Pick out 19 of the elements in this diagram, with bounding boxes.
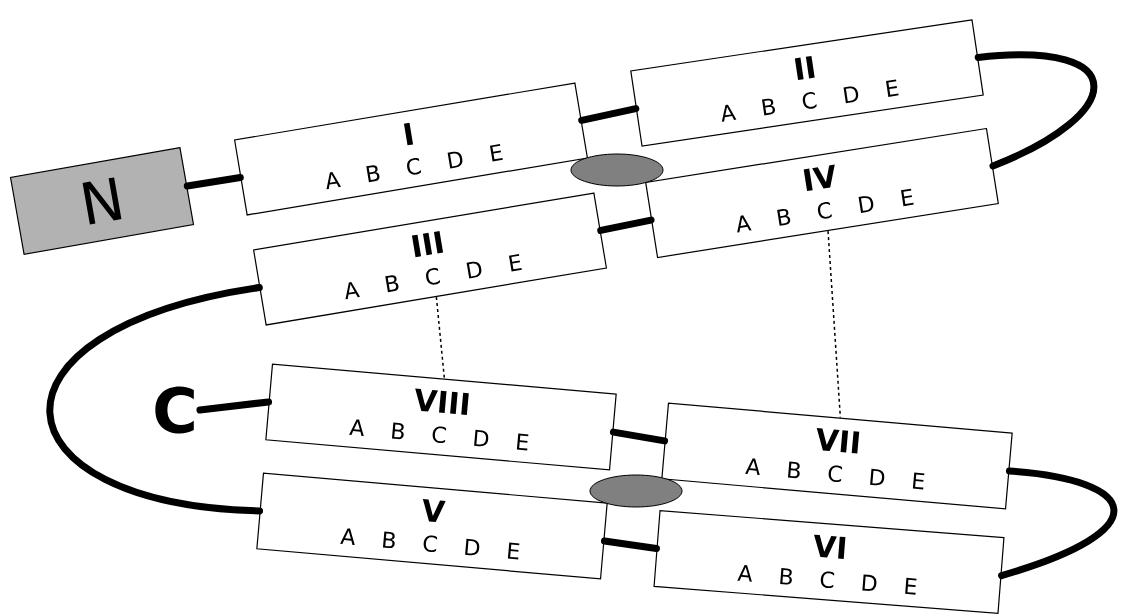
domain-box: II A B C D E: [630, 19, 984, 147]
linker-line: [998, 467, 1118, 580]
linker-line: [600, 537, 660, 552]
domain-box: VIII A B C D E: [265, 363, 617, 471]
linker-line: [974, 51, 1098, 170]
domain-box: V A B C D E: [256, 472, 608, 580]
linker-line: [578, 105, 640, 124]
linker-line: [46, 284, 264, 515]
linker-line: [183, 174, 244, 190]
domain-box: VII A B C D E: [661, 402, 1013, 510]
linker-line: [196, 398, 273, 414]
dashed-line: [435, 296, 446, 380]
contact-ellipse: [570, 153, 664, 187]
terminus-label: C: [155, 386, 194, 434]
domain-box: IV A B C D E: [645, 127, 999, 259]
contact-ellipse: [589, 474, 683, 508]
linker-line: [597, 216, 655, 234]
dashed-line: [827, 230, 842, 419]
linker-line: [609, 428, 669, 445]
